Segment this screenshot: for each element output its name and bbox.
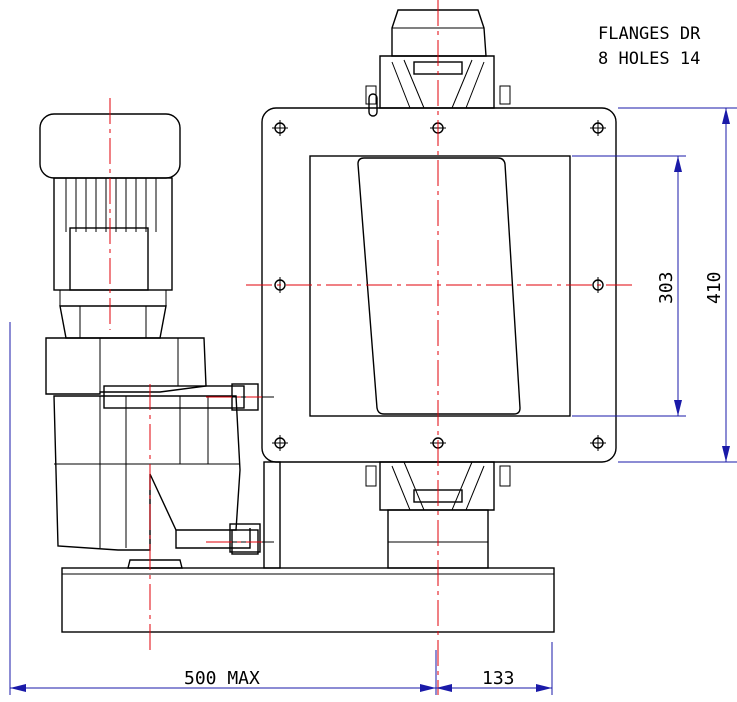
inner-opening: [309, 155, 571, 417]
note-line-2: 8 HOLES 14: [598, 49, 700, 69]
dim-label-500-max: 500 MAX: [184, 668, 260, 689]
note-line-1: FLANGES DR: [598, 24, 701, 44]
dimension-labels: 500 MAX 133 303 410: [184, 271, 725, 689]
support-post: [263, 461, 281, 569]
centerlines: [109, 0, 634, 695]
bolt-hole: [590, 435, 606, 451]
dimension-lines: [9, 107, 737, 695]
rotor-blade: [357, 157, 521, 415]
flange-note: FLANGES DR 8 HOLES 14: [598, 24, 701, 69]
dim-label-133: 133: [482, 668, 515, 689]
motor-gearbox-assembly: [39, 113, 281, 569]
gearbox-upper: [45, 337, 207, 395]
motor-adapter: [59, 305, 167, 339]
bolt-hole: [272, 435, 288, 451]
bolt-hole: [272, 120, 288, 136]
motor-cooling-fins: [65, 178, 157, 232]
gearbox-lower: [53, 395, 241, 551]
terminal-box: [69, 227, 149, 291]
valve-body-assembly: [261, 9, 617, 569]
top-yoke: [391, 9, 487, 57]
bolt-hole: [590, 120, 606, 136]
base-plate: [61, 567, 555, 633]
motor-body: [53, 177, 173, 291]
bottom-yoke: [379, 461, 495, 511]
dim-label-410: 410: [704, 271, 725, 304]
dim-label-303: 303: [656, 271, 677, 304]
